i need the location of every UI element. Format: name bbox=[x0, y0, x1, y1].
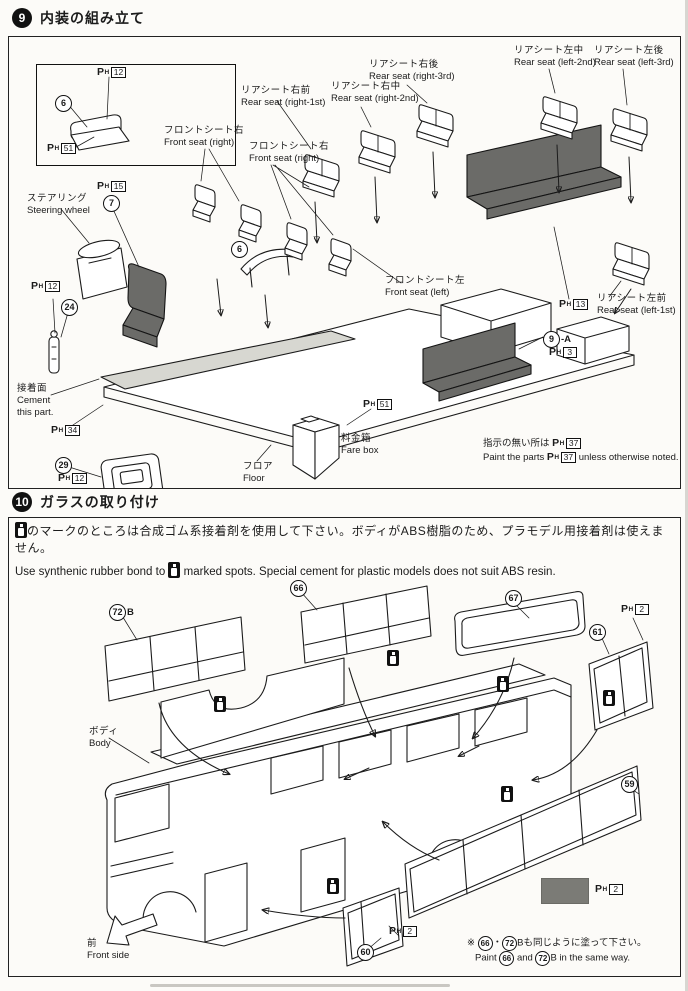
bus-body bbox=[104, 657, 572, 947]
part-number-67: 67 bbox=[505, 590, 522, 607]
step10-title: ガラスの取り付け bbox=[40, 494, 160, 510]
glass-66 bbox=[300, 585, 432, 664]
part-number-66: 66 bbox=[290, 580, 307, 597]
rubber-cement-icon bbox=[15, 522, 27, 538]
scan-smudge bbox=[150, 984, 450, 987]
step10-number-badge: 10 bbox=[12, 492, 32, 512]
rubber-cement-mark bbox=[214, 696, 226, 712]
assembly-arrows bbox=[216, 144, 631, 327]
rubber-cement-mark bbox=[387, 650, 400, 666]
shift-lever-part bbox=[48, 330, 60, 374]
step9-title: 内装の組み立て bbox=[40, 10, 145, 26]
rubber-cement-icon bbox=[168, 562, 181, 578]
floor-assembly bbox=[100, 288, 635, 454]
step10-header: 10 ガラスの取り付け bbox=[12, 492, 160, 512]
glass-61 bbox=[588, 641, 654, 731]
front-direction-arrow bbox=[106, 913, 158, 946]
inset-seat-frame bbox=[70, 114, 130, 151]
steering-assembly bbox=[76, 239, 128, 300]
glass-67-windshield bbox=[454, 591, 586, 656]
part-number-24: 24 bbox=[61, 299, 78, 316]
glass-installation-art bbox=[104, 585, 654, 967]
rubber-cement-mark bbox=[603, 690, 616, 706]
glass-installation-panel: のマークのところは合成ゴム系接着剤を使用して下さい。ボディがABS樹脂のため、プ… bbox=[8, 517, 681, 977]
part-number-59: 59 bbox=[621, 776, 638, 793]
glass-72b bbox=[104, 616, 246, 702]
part-number-6-inset: 6 bbox=[55, 95, 72, 112]
interior-assembly-art bbox=[48, 68, 650, 488]
heater-part bbox=[100, 453, 164, 488]
part-number-29: 29 bbox=[55, 457, 72, 474]
rear-bench-part bbox=[466, 124, 622, 220]
part-number-9a: 9-A bbox=[543, 329, 571, 348]
driver-seat-part bbox=[122, 263, 167, 348]
scan-edge bbox=[685, 0, 688, 991]
glass-59 bbox=[404, 765, 642, 919]
bench-9a-part bbox=[422, 322, 532, 402]
step9-number-badge: 9 bbox=[12, 8, 32, 28]
paint-swatch bbox=[541, 878, 589, 904]
rubber-cement-mark bbox=[496, 676, 509, 692]
rubber-cement-mark bbox=[501, 786, 514, 802]
part-number-61: 61 bbox=[589, 624, 606, 641]
part-number-60: 60 bbox=[357, 944, 374, 961]
inset-detail-box bbox=[36, 64, 236, 166]
part-number-6-guard: 6 bbox=[231, 241, 248, 258]
step9-header: 9 内装の組み立て bbox=[12, 8, 145, 28]
rubber-cement-mark bbox=[326, 878, 339, 894]
insertion-arrows bbox=[158, 657, 598, 919]
part-number-7: 7 bbox=[103, 195, 120, 212]
abs-warning: のマークのところは合成ゴム系接着剤を使用して下さい。ボディがABS樹脂のため、プ… bbox=[15, 522, 664, 578]
fare-box-part bbox=[292, 415, 340, 480]
label-cement-this-part: 接着面 Cement this part. bbox=[17, 383, 54, 418]
